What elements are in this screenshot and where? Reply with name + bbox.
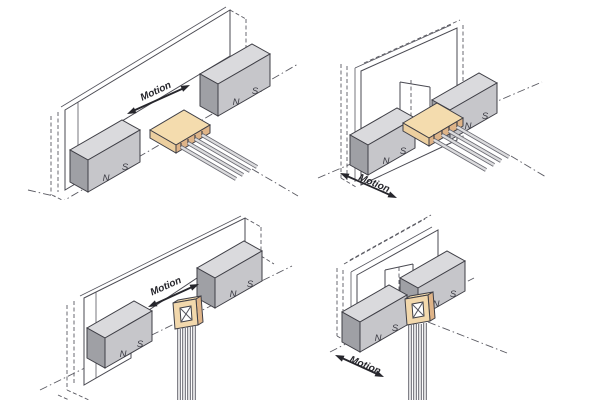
pole-label-n: N: [375, 333, 382, 344]
sensor-package: [149, 109, 211, 154]
magnet-right: N S: [198, 43, 272, 117]
sensor-package: [404, 291, 436, 326]
sensing-element-x: [412, 301, 424, 319]
arrowhead-right: [374, 370, 384, 377]
pole-label-n: N: [120, 349, 127, 360]
pole-label-n: N: [103, 173, 110, 184]
arrowhead-left: [340, 173, 350, 180]
pole-label-s: S: [400, 146, 407, 157]
center-axis-line: [317, 81, 543, 179]
arrowhead-left: [335, 355, 345, 362]
arrowhead-left: [127, 107, 137, 114]
pole-label-s: S: [482, 111, 489, 122]
pole-label-n: N: [465, 121, 472, 132]
pole-label-s: S: [122, 162, 129, 173]
arrowhead-right: [387, 191, 397, 198]
sensor-package: [172, 295, 204, 330]
pole-label-n: N: [230, 289, 237, 300]
magnet-front-face: [214, 250, 263, 309]
sensor-leads: [433, 125, 547, 178]
center-axis-line: [27, 63, 299, 200]
magnet-left: N S: [340, 284, 409, 353]
sensor-leads: [179, 133, 299, 197]
magnet-front-face: [359, 294, 408, 353]
panel-top-left: N S N S Mo: [27, 6, 299, 200]
motion-arrow: Motion: [335, 354, 384, 377]
magnet-front-face: [104, 310, 153, 369]
pole-label-n: N: [433, 299, 440, 310]
sensor-leads: [408, 323, 427, 400]
magnet-left: N S: [348, 107, 417, 176]
pole-label-n: N: [233, 97, 240, 108]
sensor-leads: [177, 326, 196, 400]
arrowhead-right: [180, 85, 190, 92]
magnet-front-face: [87, 129, 141, 193]
motion-label: Motion: [348, 354, 382, 377]
magnet-left: N S: [85, 300, 154, 369]
pole-label-s: S: [450, 289, 457, 300]
pole-label-n: N: [383, 156, 390, 167]
pole-label-s: S: [247, 279, 254, 290]
magnet-left: N S: [68, 119, 142, 193]
motion-arrow: Motion: [340, 172, 397, 198]
arrowhead-right: [189, 284, 199, 291]
sensing-element-x: [180, 305, 192, 323]
panel-bottom-left: N S N S Motion: [39, 215, 293, 400]
panel-top-right: N S N S Mo: [317, 19, 547, 198]
pole-label-s: S: [137, 339, 144, 350]
pole-label-s: S: [392, 323, 399, 334]
pole-label-s: S: [252, 86, 259, 97]
arrowhead-left: [148, 300, 158, 307]
sensor-package: [402, 102, 464, 147]
sensor-side-face: [428, 117, 464, 147]
panel-bottom-right: N S N S Motion: [329, 214, 508, 400]
magnet-right: N S: [195, 240, 264, 309]
magnet-front-face: [217, 53, 271, 117]
